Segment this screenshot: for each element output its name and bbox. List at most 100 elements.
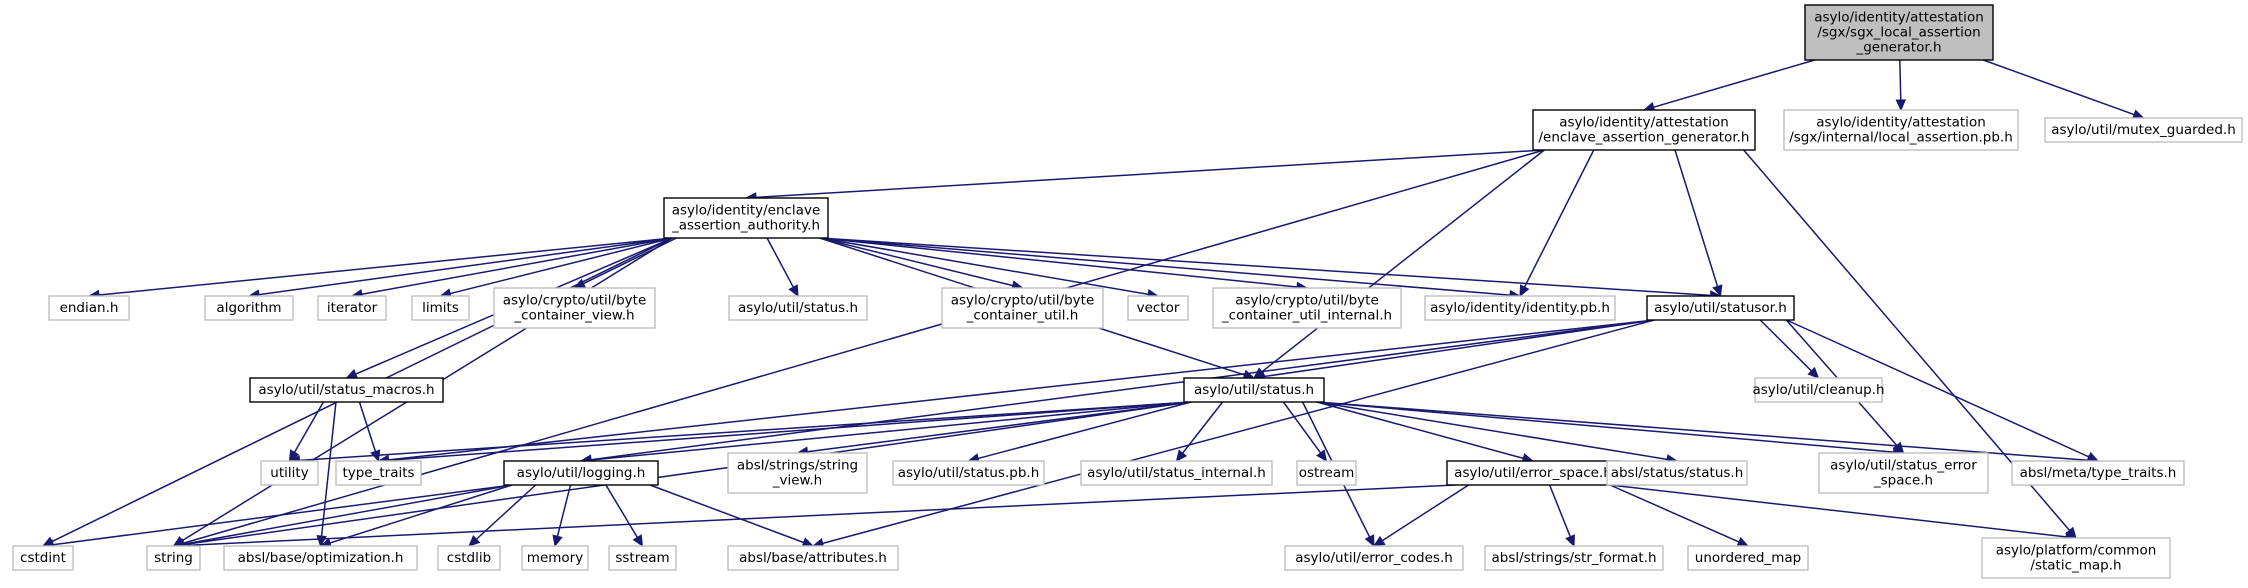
- node-eaa[interactable]: asylo/identity/enclave_assertion_authori…: [663, 197, 829, 239]
- edge-line: [293, 401, 325, 453]
- edge-line: [388, 401, 1192, 462]
- node-label-line: cstdint: [20, 550, 66, 566]
- edge-line: [1316, 401, 2089, 461]
- node-statusor[interactable]: asylo/util/statusor.h: [1646, 295, 1795, 321]
- edge-line: [1610, 484, 2067, 538]
- node-eag[interactable]: asylo/identity/attestation/enclave_asser…: [1532, 109, 1756, 151]
- node-attrs: absl/base/attributes.h: [727, 545, 899, 571]
- node-status_ext: asylo/util/status.h: [728, 295, 868, 321]
- node-label-line: asylo/identity/attestation: [1814, 10, 1984, 26]
- edge-line: [1316, 401, 1894, 453]
- node-label-line: asylo/util/status_error: [1830, 458, 1977, 474]
- node-strformat: absl/strings/str_format.h: [1484, 545, 1664, 571]
- node-label-line: _assertion_authority.h: [671, 218, 820, 234]
- node-box: [1981, 537, 2171, 579]
- node-box: [1606, 460, 1748, 486]
- node-label-line: asylo/crypto/util/byte: [503, 293, 647, 309]
- node-box: [411, 295, 470, 321]
- nodes-layer: asylo/identity/attestation/sgx/sgx_local…: [12, 4, 2243, 579]
- edge-arrowhead: [1807, 366, 1820, 379]
- node-vector: vector: [1127, 295, 1189, 321]
- node-box: [1183, 377, 1325, 403]
- edge-line: [361, 237, 673, 295]
- node-type_traits: type_traits: [335, 460, 422, 486]
- node-memory: memory: [521, 545, 589, 571]
- node-label-line: asylo/util/cleanup.h: [1752, 382, 1884, 398]
- node-label-line: _container_util_internal.h: [1221, 308, 1392, 324]
- node-box: [1424, 295, 1616, 321]
- node-label-line: _container_view.h: [513, 308, 634, 324]
- edge-arrowhead: [1364, 534, 1375, 548]
- node-label-line: asylo/util/statusor.h: [1654, 300, 1787, 316]
- edge-line: [320, 401, 337, 537]
- edge-arrowhead: [788, 284, 799, 298]
- edge-line: [475, 484, 537, 540]
- node-errcodes: asylo/util/error_codes.h: [1284, 545, 1464, 571]
- node-box: [437, 545, 501, 571]
- edge-eag-to-status: [1253, 149, 1545, 379]
- node-root[interactable]: asylo/identity/attestation/sgx/sgx_local…: [1804, 4, 1994, 61]
- edge-arrowhead: [1175, 449, 1188, 462]
- node-label-line: absl/base/attributes.h: [739, 550, 887, 566]
- edge-line: [1983, 59, 2135, 116]
- edge-arrowhead: [1712, 284, 1723, 298]
- node-label-line: asylo/util/logging.h: [517, 465, 646, 481]
- node-string: string: [146, 545, 201, 571]
- edge-line: [1282, 401, 1322, 454]
- node-label-line: absl/meta/type_traits.h: [2020, 465, 2177, 481]
- edge-smacros-to-utility: [288, 401, 325, 463]
- node-label-line: limits: [422, 300, 459, 316]
- edge-statusor-to-cleanup: [1759, 319, 1820, 379]
- node-box: [727, 545, 899, 571]
- node-label-line: asylo/util/error_codes.h: [1295, 550, 1453, 566]
- node-lapb: asylo/identity/attestation/sgx/internal/…: [1783, 109, 2019, 151]
- edge-line: [1316, 401, 1524, 460]
- edge-line: [1316, 401, 1668, 461]
- edge-line: [1182, 401, 1224, 454]
- node-box: [727, 452, 868, 494]
- node-cstdlib: cstdlib: [437, 545, 501, 571]
- edge-arrowhead: [1736, 536, 1750, 547]
- node-label-line: absl/strings/str_format.h: [1491, 550, 1656, 566]
- node-cstdint: cstdint: [12, 545, 74, 571]
- node-box: [260, 460, 319, 486]
- edge-smacros-to-type_traits: [358, 401, 381, 463]
- edge-line: [98, 237, 673, 296]
- node-box: [12, 545, 74, 571]
- edge-line: [1263, 319, 1655, 378]
- edge-arrowhead: [632, 534, 644, 548]
- node-label-line: unordered_map: [1695, 550, 1801, 566]
- node-label-line: iterator: [327, 300, 378, 316]
- node-sstream: sstream: [608, 545, 677, 571]
- node-label-line: absl/strings/string: [737, 458, 858, 474]
- edge-line: [1261, 149, 1545, 373]
- node-metatt: absl/meta/type_traits.h: [2011, 460, 2185, 486]
- edge-logging-to-cstdlib: [468, 484, 537, 547]
- edge-arrowhead: [1895, 99, 1907, 112]
- edge-logging-to-cstdint: [41, 484, 512, 550]
- edge-line: [1653, 59, 1815, 108]
- edge-logging-to-sstream: [605, 484, 644, 548]
- node-cleanup: asylo/util/cleanup.h: [1752, 377, 1885, 403]
- node-label-line: absl/status/status.h: [1611, 465, 1744, 481]
- edge-eag-to-statusor: [1674, 149, 1723, 298]
- node-logging[interactable]: asylo/util/logging.h: [503, 460, 659, 486]
- node-errspace[interactable]: asylo/util/error_space.h: [1446, 460, 1620, 486]
- edge-line: [450, 237, 673, 295]
- node-label-line: utility: [270, 465, 308, 481]
- node-smacros[interactable]: asylo/util/status_macros.h: [249, 377, 444, 403]
- node-label-line: memory: [527, 550, 583, 566]
- edge-errspace-to-errcodes: [1372, 484, 1470, 547]
- edge-line: [1548, 484, 1571, 537]
- node-label-line: _view.h: [772, 473, 822, 489]
- node-label-line: asylo/util/mutex_guarded.h: [2051, 122, 2236, 138]
- node-algorithm: algorithm: [204, 295, 294, 321]
- node-idpb: asylo/identity/identity.pb.h: [1424, 295, 1616, 321]
- node-box: [1687, 545, 1809, 571]
- node-status[interactable]: asylo/util/status.h: [1183, 377, 1325, 403]
- node-box: [1127, 295, 1189, 321]
- edge-arrowhead: [552, 534, 563, 548]
- edge-line: [819, 237, 1149, 296]
- edge-line: [183, 484, 513, 545]
